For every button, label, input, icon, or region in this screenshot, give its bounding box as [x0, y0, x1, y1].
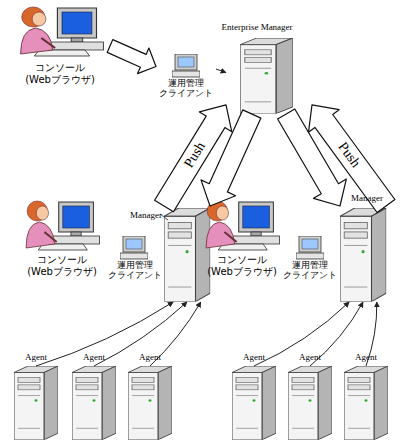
- console-terminal: コンソール (Webブラウザ): [200, 196, 284, 282]
- connector-line: [94, 302, 187, 366]
- operations-client: 運用管理 クライアント: [156, 54, 216, 104]
- connector-line: [216, 69, 226, 73]
- enterprise-manager-server: Enterprise Manager: [226, 22, 312, 114]
- client-illustration: [296, 236, 324, 259]
- console-illustration: [206, 201, 279, 250]
- agent-server: Agent: [344, 366, 388, 440]
- operations-client: 運用管理 クライアント: [108, 236, 162, 284]
- node-label: コンソール (Webブラウザ): [20, 254, 104, 277]
- console-illustration: [21, 7, 104, 56]
- console-terminal: コンソール (Webブラウザ): [10, 4, 110, 88]
- agent-server: Agent: [14, 366, 58, 440]
- node-label: Manager: [342, 193, 392, 203]
- node-label: Enterprise Manager: [202, 22, 312, 32]
- node-label: Agent: [10, 352, 62, 362]
- console-illustration: [26, 201, 99, 250]
- manager-server: Manager: [164, 206, 210, 302]
- server-illustration: [72, 366, 116, 440]
- connector-line: [254, 302, 349, 366]
- server-illustration: [340, 208, 386, 302]
- push-arrow: [309, 105, 395, 213]
- agent-server: Agent: [288, 366, 332, 440]
- server-illustration: [288, 366, 332, 440]
- agent-server: Agent: [128, 366, 172, 440]
- operations-client: 運用管理 クライアント: [282, 236, 338, 284]
- node-label: Agent: [284, 352, 336, 362]
- node-label: Agent: [68, 352, 120, 362]
- server-illustration: [344, 366, 388, 440]
- node-label: 運用管理 クライアント: [156, 78, 216, 99]
- agent-server: Agent: [72, 366, 116, 440]
- client-illustration: [172, 54, 200, 77]
- client-illustration: [120, 236, 148, 259]
- manager-server: Manager: [340, 206, 386, 302]
- server-illustration: [164, 208, 210, 302]
- server-illustration: [232, 366, 276, 440]
- agent-server: Agent: [232, 366, 276, 440]
- node-label: 運用管理 クライアント: [106, 260, 164, 281]
- node-label: Agent: [228, 352, 280, 362]
- node-label: Manager: [120, 210, 162, 220]
- node-label: Agent: [124, 352, 176, 362]
- node-label: 運用管理 クライアント: [280, 260, 340, 281]
- push-arrow: [107, 40, 156, 74]
- node-label: Agent: [340, 352, 392, 362]
- node-label: コンソール (Webブラウザ): [200, 254, 284, 277]
- console-terminal: コンソール (Webブラウザ): [20, 196, 104, 282]
- server-illustration: [240, 38, 293, 114]
- node-label: コンソール (Webブラウザ): [10, 62, 110, 85]
- server-illustration: [14, 366, 58, 440]
- server-illustration: [128, 366, 172, 440]
- push-arrow: [155, 105, 232, 212]
